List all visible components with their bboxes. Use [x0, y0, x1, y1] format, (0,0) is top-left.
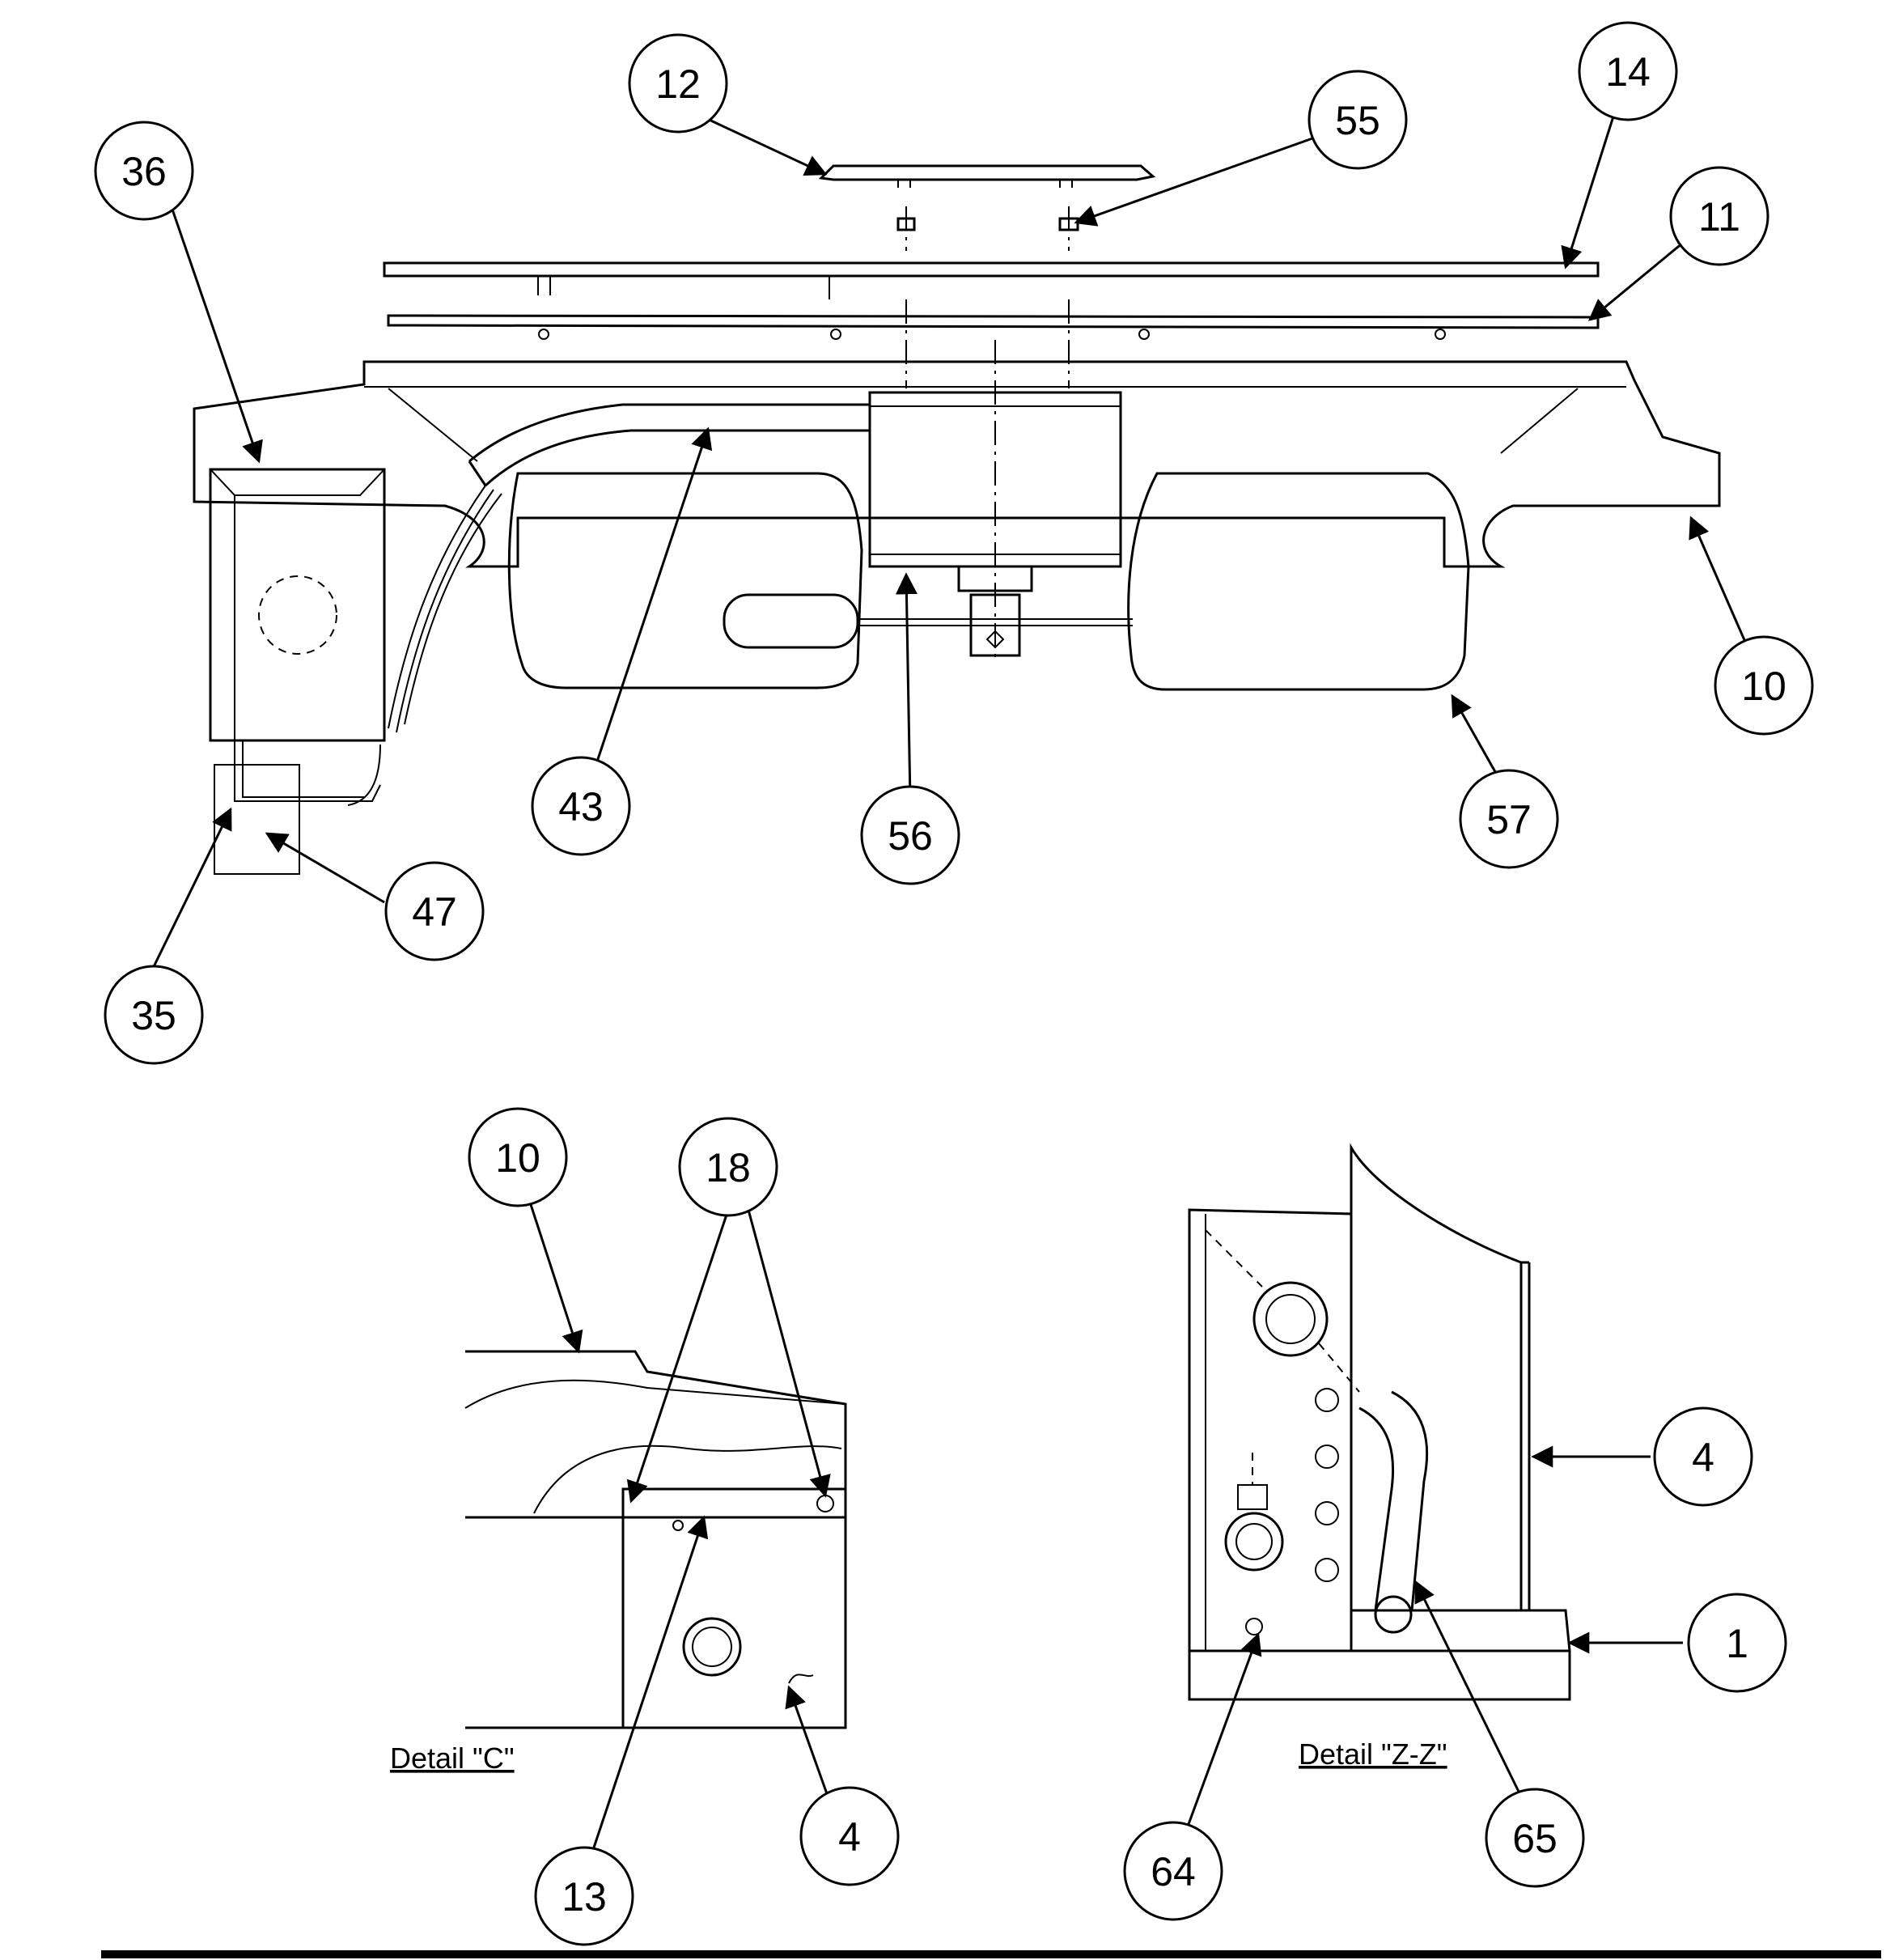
- callout-4-zz: 4: [1653, 1406, 1753, 1507]
- blower-housing-left: [507, 472, 863, 689]
- callout-10-detail: 10: [468, 1107, 568, 1207]
- callout-65: 65: [1485, 1788, 1585, 1888]
- svg-text:65: 65: [1512, 1816, 1558, 1861]
- svg-text:64: 64: [1151, 1849, 1196, 1894]
- svg-text:56: 56: [888, 813, 933, 859]
- svg-text:4: 4: [1692, 1435, 1714, 1480]
- svg-text:43: 43: [558, 784, 604, 829]
- callout-35: 35: [104, 965, 204, 1065]
- callout-64: 64: [1123, 1821, 1223, 1921]
- blower-housing-right: [1127, 472, 1470, 691]
- callout-57: 57: [1459, 769, 1559, 869]
- svg-text:10: 10: [1741, 664, 1786, 709]
- svg-text:13: 13: [562, 1874, 607, 1920]
- callout-12: 12: [628, 33, 728, 134]
- leader-lines: [144, 100, 1749, 1858]
- top-rail-part: [383, 261, 1600, 278]
- callout-14: 14: [1578, 21, 1678, 121]
- svg-text:57: 57: [1486, 797, 1532, 842]
- callout-55: 55: [1307, 70, 1408, 170]
- callout-13: 13: [534, 1846, 634, 1946]
- top-cover-part: [818, 164, 1156, 181]
- detail-c-view: Detail "C": [390, 1350, 847, 1775]
- callout-10-main: 10: [1714, 635, 1814, 736]
- callout-56: 56: [860, 785, 960, 885]
- svg-text:10: 10: [495, 1135, 540, 1181]
- callout-47: 47: [384, 861, 485, 961]
- main-assembly: [193, 164, 1721, 875]
- svg-text:11: 11: [1698, 194, 1740, 240]
- control-box-part: [209, 468, 386, 742]
- callout-11: 11: [1669, 166, 1769, 266]
- svg-text:18: 18: [706, 1145, 751, 1190]
- callout-43: 43: [531, 756, 631, 856]
- svg-text:55: 55: [1335, 98, 1380, 143]
- callout-36: 36: [94, 121, 194, 221]
- svg-text:47: 47: [412, 889, 457, 935]
- callout-4-c: 4: [799, 1786, 900, 1886]
- svg-text:36: 36: [121, 149, 167, 194]
- svg-text:4: 4: [838, 1814, 861, 1860]
- callout-bubbles: 12 55 14 11 36 10 43 56 57 47 35 10 18 4…: [94, 21, 1814, 1946]
- svg-text:12: 12: [655, 62, 701, 107]
- callout-1: 1: [1687, 1593, 1787, 1693]
- bottom-rule: [101, 1950, 1881, 1958]
- base-pan-part: [193, 360, 1721, 568]
- detail-zz-label: Detail "Z-Z": [1299, 1737, 1447, 1771]
- bracket-part: [387, 314, 1600, 329]
- detail-c-label: Detail "C": [390, 1742, 515, 1775]
- callout-18: 18: [678, 1117, 778, 1217]
- detail-zz-view: Detail "Z-Z": [1188, 1143, 1571, 1771]
- svg-text:35: 35: [131, 993, 176, 1038]
- svg-text:14: 14: [1605, 49, 1651, 95]
- svg-text:1: 1: [1726, 1621, 1748, 1666]
